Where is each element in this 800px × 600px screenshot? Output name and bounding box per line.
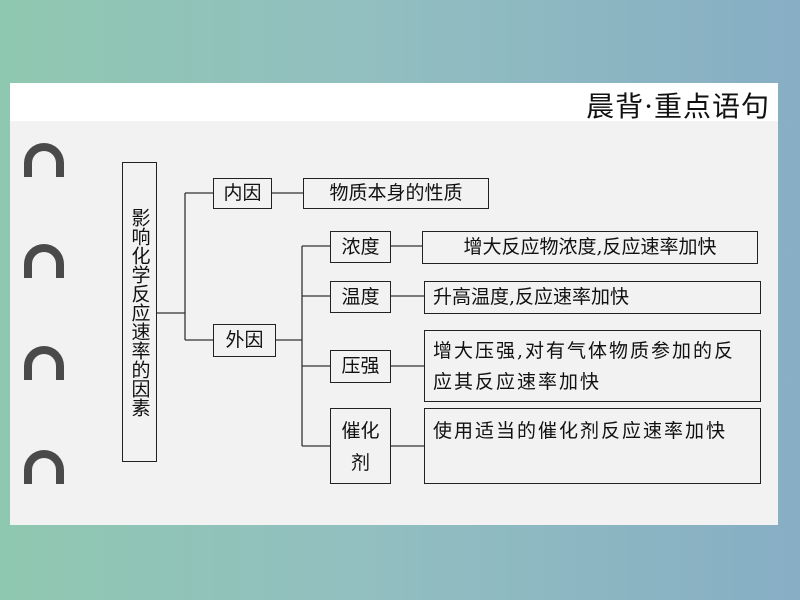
factor-label: 浓度: [341, 235, 380, 258]
binder-ring-icon: [24, 346, 64, 380]
internal-label: 内因: [223, 182, 262, 204]
internal-node: 内因: [213, 178, 272, 209]
factor-node: 压强: [330, 350, 391, 383]
factor-desc: 增大压强,对有气体物质参加的反应其反应速率加快: [424, 330, 761, 402]
factor-desc-text: 升高温度,反应速率加快: [433, 286, 630, 308]
header-strip: 晨背·重点语句: [10, 83, 778, 123]
factor-node: 催化剂: [330, 408, 391, 484]
factor-desc: 增大反应物浓度,反应速率加快: [422, 231, 758, 264]
factor-desc-text: 增大反应物浓度,反应速率加快: [463, 236, 717, 258]
factor-label: 压强: [341, 355, 380, 377]
slide-title: 晨背·重点语句: [586, 90, 770, 123]
internal-desc: 物质本身的性质: [303, 178, 489, 209]
factor-desc-text: 使用适当的催化剂反应速率加快: [433, 420, 728, 442]
root-node: 影响化学反应速率的因素: [122, 162, 157, 462]
factor-node: 浓度: [330, 231, 391, 263]
internal-desc-text: 物质本身的性质: [329, 182, 463, 204]
binder-ring-icon: [24, 450, 64, 484]
factor-label: 催化剂: [341, 420, 380, 474]
external-label: 外因: [225, 329, 264, 351]
binder-ring-icon: [24, 244, 64, 278]
root-label: 影响化学反应速率的因素: [128, 207, 151, 417]
factor-desc-text: 增大压强,对有气体物质参加的反应其反应速率加快: [433, 340, 736, 393]
factor-desc: 使用适当的催化剂反应速率加快: [424, 408, 761, 484]
factor-desc: 升高温度,反应速率加快: [424, 281, 761, 314]
binder-ring-icon: [24, 143, 64, 177]
factor-node: 温度: [330, 281, 391, 313]
factor-label: 温度: [341, 285, 380, 308]
external-node: 外因: [213, 324, 276, 357]
